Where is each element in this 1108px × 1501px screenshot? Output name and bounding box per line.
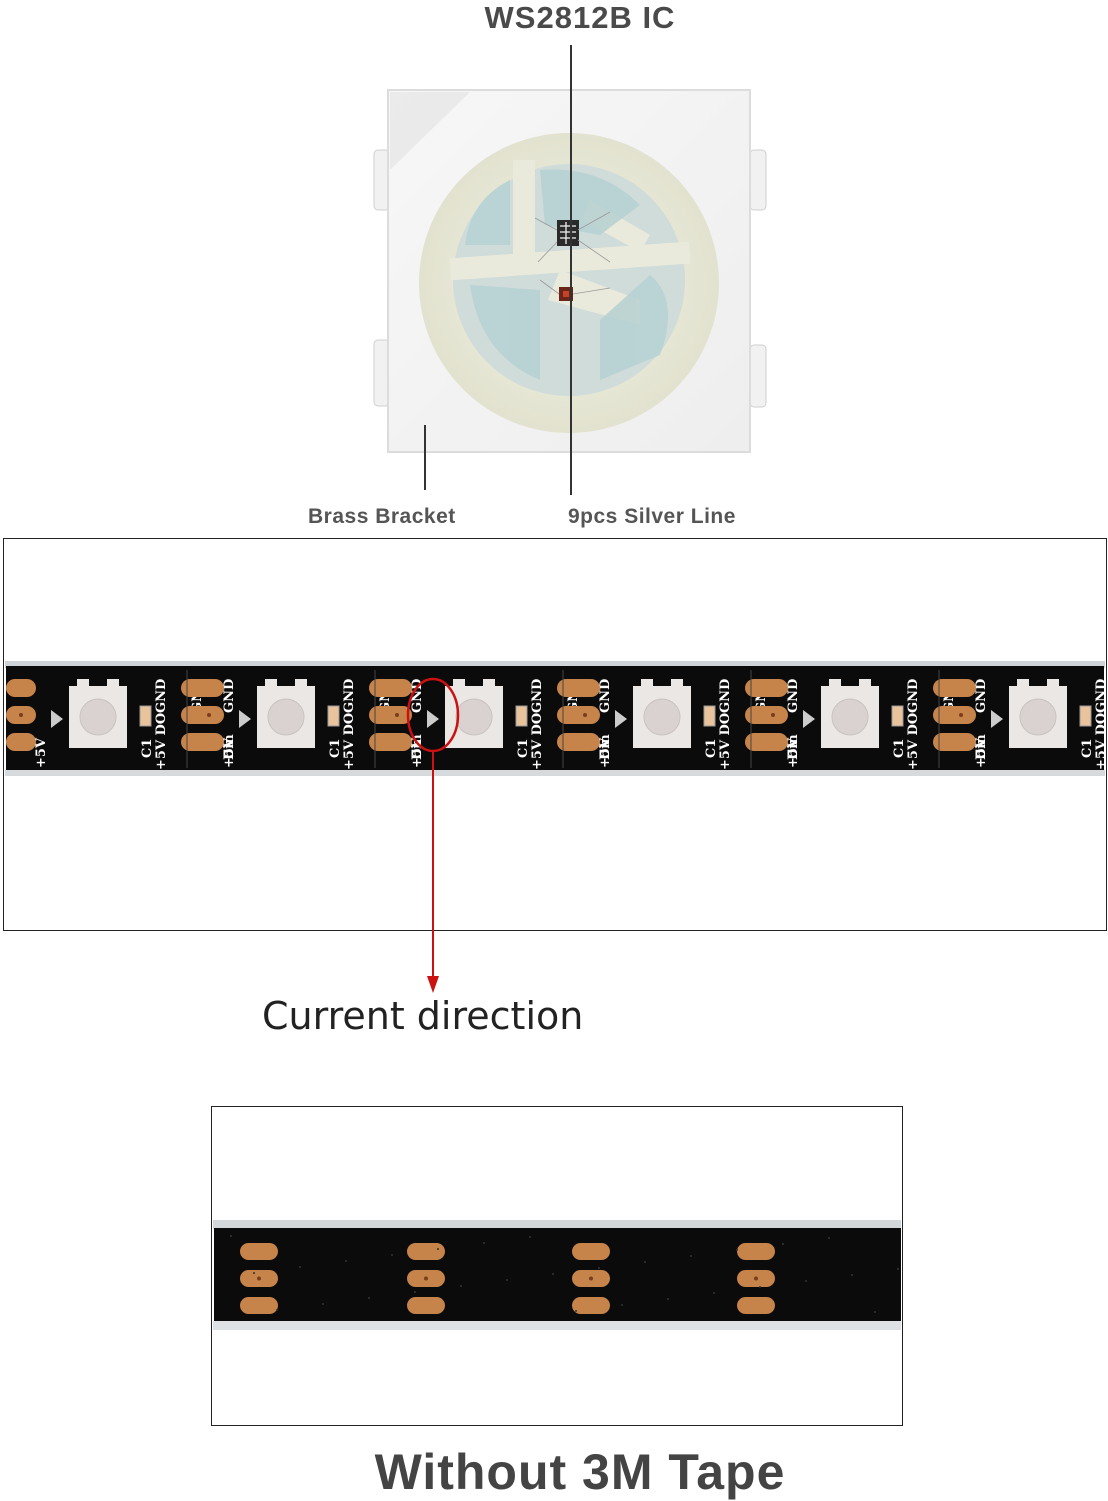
current-direction-label: Current direction — [262, 994, 584, 1038]
pin-label-gnd-in: GND — [786, 679, 801, 713]
direction-triangle — [803, 710, 815, 728]
solder-pad — [407, 1297, 445, 1314]
pin-label-c1: C1 — [704, 739, 719, 758]
pin-label-5v-do: +5V DO — [154, 713, 169, 770]
pin-label-gnd-in: GND — [222, 679, 237, 713]
pin-label-c1: C1 — [140, 739, 155, 758]
solder-pad — [572, 1243, 610, 1260]
pin-label-c1: C1 — [892, 739, 907, 758]
pin-label-5v: +5V — [598, 737, 613, 768]
solder-pad — [382, 679, 412, 697]
pin-label-5v: +5V — [786, 737, 801, 768]
brass-bracket-label: Brass Bracket — [308, 505, 456, 528]
solder-pad — [240, 1243, 278, 1260]
silver-line-label: 9pcs Silver Line — [568, 505, 736, 528]
solder-pad — [946, 733, 976, 751]
direction-triangle — [51, 710, 63, 728]
solder-pad — [758, 733, 788, 751]
pin-label-5v-do: +5V DO — [718, 713, 733, 770]
pin-label-5v-do: +5V DO — [906, 713, 921, 770]
pin-label-5v: +5V — [974, 737, 989, 768]
solder-pad — [240, 1297, 278, 1314]
pin-label-gnd-out: GND — [342, 679, 357, 713]
pin-label-c1: C1 — [516, 739, 531, 758]
solder-pad — [6, 679, 36, 697]
pin-label-5v-do: +5V DO — [1094, 713, 1107, 770]
solder-pad — [407, 1243, 445, 1260]
pin-label-gnd-in: GND — [598, 679, 613, 713]
solder-pad — [572, 1297, 610, 1314]
solder-pad — [570, 679, 600, 697]
led-strip-bottom — [213, 1220, 901, 1330]
pin-label-gnd-out: GND — [154, 679, 169, 713]
direction-triangle — [427, 710, 439, 728]
current-direction-arrowhead — [427, 976, 439, 993]
pin-label-5v: +5V — [222, 737, 237, 768]
pin-label-din: Din — [222, 734, 237, 760]
direction-triangle — [239, 710, 251, 728]
solder-pad — [194, 679, 224, 697]
chip-title: WS2812B IC — [484, 0, 676, 35]
pin-label-gnd-in: GND — [410, 679, 425, 713]
pin-label-din: Din — [786, 734, 801, 760]
solder-pad — [946, 679, 976, 697]
pin-label-din: Din — [974, 734, 989, 760]
solder-pad — [570, 733, 600, 751]
solder-pad — [737, 1297, 775, 1314]
pin-label-c1: C1 — [328, 739, 343, 758]
without-tape-caption: Without 3M Tape — [374, 1444, 786, 1500]
pin-label-5v-do: +5V DO — [530, 713, 545, 770]
pin-label-din: Din — [598, 734, 613, 760]
ic-die — [557, 220, 579, 246]
direction-triangle — [991, 710, 1003, 728]
chip-illustration — [373, 45, 767, 495]
pin-label-gnd-out: GND — [718, 679, 733, 713]
pin-label-gnd-out: GND — [530, 679, 545, 713]
strip-bottom-pcb — [214, 1228, 901, 1321]
pin-label-gnd-out: GND — [1094, 679, 1107, 713]
pin-label-5v-do: +5V DO — [342, 713, 357, 770]
pin-label-gnd-out: GND — [906, 679, 921, 713]
pin-label-5v: +5V — [410, 737, 425, 768]
pin-label-gnd-in: GND — [974, 679, 989, 713]
solder-pad — [758, 679, 788, 697]
pin-label-c1: C1 — [1080, 739, 1095, 758]
pin-label-5v: +5V — [34, 737, 49, 768]
solder-pad — [382, 733, 412, 751]
direction-triangle — [615, 710, 627, 728]
solder-pad — [194, 733, 224, 751]
solder-pad — [6, 733, 36, 751]
solder-pad — [737, 1243, 775, 1260]
